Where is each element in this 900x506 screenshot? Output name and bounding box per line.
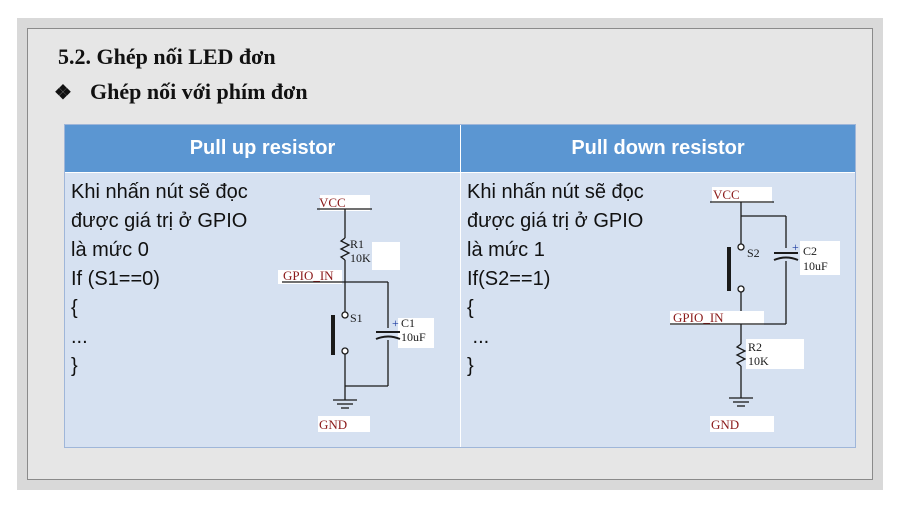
resistor-name-label: R2 [748,340,762,354]
subtitle-text: Ghép nối với phím đơn [90,79,308,104]
switch-label: S2 [747,246,760,260]
code-line: } [467,355,474,377]
gpio-label: GPIO_IN [673,310,724,325]
pull-down-description: Khi nhấn nút sẽ đọc được giá trị ở GPIO … [467,178,644,381]
code-line: Khi nhấn nút sẽ đọc [71,181,248,203]
gpio-label: GPIO_IN [283,268,334,283]
cap-value-label: 10uF [401,330,426,344]
header-divider [65,172,855,173]
gnd-label: GND [319,417,347,432]
cap-plus-icon: + [392,316,399,330]
cap-plus-icon: + [792,240,799,254]
vcc-label: VCC [319,195,346,210]
code-line: ... [71,326,88,348]
switch-label: S1 [350,311,363,325]
column-divider [460,125,461,447]
gnd-label: GND [711,417,739,432]
pull-up-circuit: VCC R1 10K GPIO_IN S1 + C1 10uF GND [278,195,434,432]
code-line: { [467,297,474,319]
code-line: Khi nhấn nút sẽ đọc [467,181,644,203]
code-line: là mức 0 [71,239,149,261]
pull-up-description: Khi nhấn nút sẽ đọc được giá trị ở GPIO … [71,178,248,381]
resistor-name-label: R1 [350,237,364,251]
page-title: 5.2. Ghép nối LED đơn [58,44,276,69]
column-header-pull-up: Pull up resistor [65,125,460,172]
code-line: được giá trị ở GPIO [71,210,248,232]
diamond-bullet-icon: ❖ [54,81,72,104]
section-subtitle: ❖ Ghép nối với phím đơn [54,79,308,105]
cap-name-label: C1 [401,316,415,330]
resistor-value-label: 10K [350,251,371,265]
cap-name-label: C2 [803,244,817,258]
code-line: { [71,297,78,319]
code-line: được giá trị ở GPIO [467,210,644,232]
comparison-table: Pull up resistor Pull down resistor Khi … [64,124,856,448]
code-line: là mức 1 [467,239,545,261]
code-line: If(S2==1) [467,268,551,290]
pull-down-circuit: VCC S2 + C2 10uF GPIO_IN R2 10K GND [670,187,840,432]
vcc-label: VCC [713,187,740,202]
code-line: ... [467,326,490,348]
resistor-value-label: 10K [748,354,769,368]
code-line: If (S1==0) [71,268,160,290]
column-header-pull-down: Pull down resistor [461,125,855,172]
cap-value-label: 10uF [803,259,828,273]
code-line: } [71,355,78,377]
